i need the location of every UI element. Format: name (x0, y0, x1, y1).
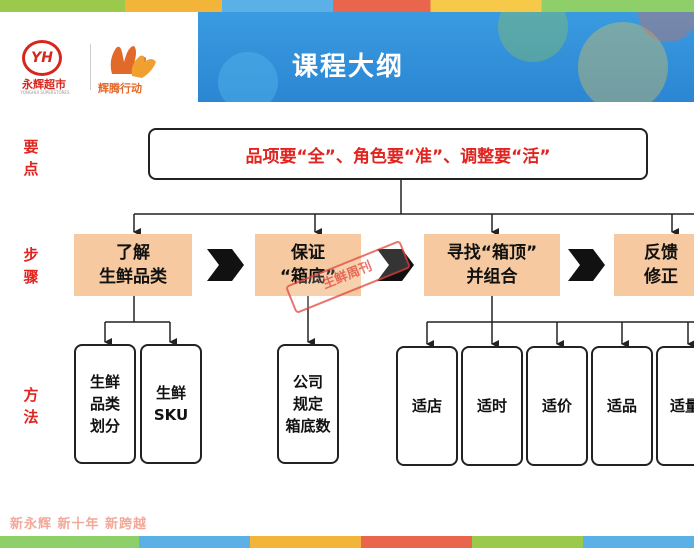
points-label-char: 要 (23, 138, 39, 156)
step-line: 并组合 (466, 267, 518, 287)
yonghui-logo: YH (22, 40, 62, 76)
step-line: 寻找“箱顶” (446, 243, 538, 263)
method-line: 划分 (89, 417, 120, 435)
method-suit-store: 适店 (396, 346, 458, 466)
steps-label-char: 步 (23, 246, 39, 264)
methods-label-char: 法 (23, 408, 39, 426)
points-label: 要 点 (16, 136, 46, 180)
chevron-arrow-icon (207, 249, 244, 281)
step-line: 了解 (116, 243, 150, 263)
method-line: 适量 (670, 397, 694, 415)
step-line: 修正 (644, 267, 678, 287)
title-bar (198, 12, 694, 102)
method-line: 品类 (89, 395, 120, 413)
method-company-base-count: 公司 规定 箱底数 (277, 344, 339, 464)
method-suit-quantity: 适量 (656, 346, 694, 466)
steps-label-char: 骤 (23, 268, 39, 286)
step-line: 保证 (291, 243, 325, 263)
step-ensure-base: 保证 “箱底” (255, 234, 361, 296)
method-suit-time: 适时 (461, 346, 523, 466)
step-line: 生鲜品类 (99, 267, 167, 287)
method-line: 适时 (476, 397, 507, 415)
method-suit-product: 适品 (591, 346, 653, 466)
step-understand-fresh: 了解 生鲜品类 (74, 234, 192, 296)
chevron-arrow-icon (377, 249, 414, 281)
method-fresh-sku: 生鲜 SKU (140, 344, 202, 464)
methods-label-char: 方 (23, 386, 39, 404)
logo-name: 永辉超市 (22, 78, 66, 91)
key-point-box: 品项要“全”、角色要“准”、调整要“活” (148, 128, 648, 180)
step-line: “箱底” (279, 267, 337, 287)
step-line: 反馈 (644, 243, 678, 263)
page-title: 课程大纲 (291, 52, 404, 82)
bottom-color-band (0, 536, 694, 548)
footer-slogan: 新永辉 新十年 新跨越 (10, 517, 148, 532)
method-line: 适品 (606, 397, 637, 415)
chevron-arrow-icon (568, 249, 605, 281)
methods-label: 方 法 (16, 384, 46, 428)
top-color-band (0, 0, 694, 12)
method-line: 适价 (541, 397, 572, 415)
method-line: 箱底数 (285, 417, 331, 435)
method-line: 公司 (292, 373, 323, 391)
step-feedback: 反馈 修正 (614, 234, 694, 296)
points-label-char: 点 (23, 160, 39, 178)
hand-print-icon (110, 46, 156, 78)
method-line: SKU (153, 406, 189, 424)
method-category-division: 生鲜 品类 划分 (74, 344, 136, 464)
logo-separator (90, 44, 91, 90)
step-find-top: 寻找“箱顶” 并组合 (424, 234, 560, 296)
method-line: 适店 (411, 397, 442, 415)
campaign-name: 辉腾行动 (98, 82, 142, 95)
method-line: 生鲜 (89, 373, 120, 391)
method-line: 规定 (292, 395, 323, 413)
method-line: 生鲜 (155, 384, 186, 402)
method-suit-price: 适价 (526, 346, 588, 466)
steps-label: 步 骤 (16, 244, 46, 288)
logo-subtitle: YONGHUI SUPERSTORES (20, 90, 70, 95)
